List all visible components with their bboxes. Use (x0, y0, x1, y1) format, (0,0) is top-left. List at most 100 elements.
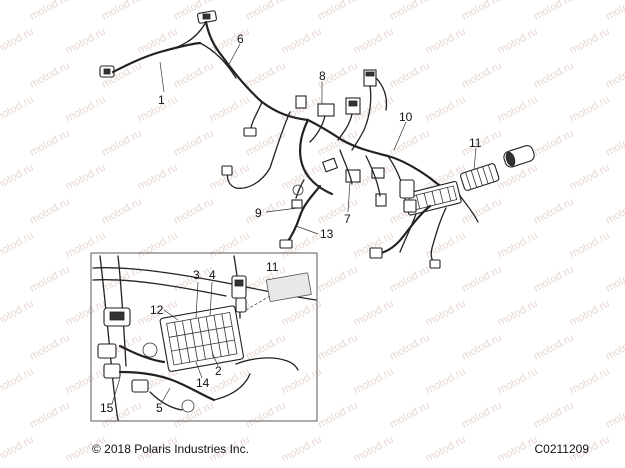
watermark-text: motod.ru (64, 230, 108, 261)
watermark-text: motod.ru (28, 264, 72, 295)
watermark-text: motod.ru (460, 0, 504, 23)
watermark-text: motod.ru (460, 400, 504, 431)
callout-4: 4 (209, 268, 216, 282)
watermark-text: motod.ru (244, 60, 288, 91)
copyright-notice: © 2018 Polaris Industries Inc. (92, 442, 249, 456)
watermark-text: motod.ru (532, 0, 576, 23)
callout-9: 9 (255, 206, 262, 220)
watermark-text: motod.ru (424, 298, 468, 329)
watermark-text: motod.ru (532, 264, 576, 295)
watermark-text: motod.ru (388, 264, 432, 295)
watermark-text: motod.ru (424, 26, 468, 57)
watermark-text: motod.ru (532, 332, 576, 363)
watermark-text: motod.ru (388, 400, 432, 431)
watermark-text: motod.ru (424, 366, 468, 397)
watermark-text: motod.ru (460, 264, 504, 295)
callout-15: 15 (100, 401, 114, 415)
watermark-text: motod.ru (424, 434, 468, 465)
watermark-text: motod.ru (28, 196, 72, 227)
watermark-text: motod.ru (28, 332, 72, 363)
watermark-text: motod.ru (136, 162, 180, 193)
callouts: 1 6 8 10 11 7 9 13 11 3 4 12 2 14 5 15 (100, 32, 482, 415)
watermark-text: motod.ru (64, 366, 108, 397)
callout-1: 1 (158, 93, 165, 107)
watermark-text: motod.ru (0, 298, 36, 329)
watermark-text: motod.ru (496, 366, 540, 397)
watermark-text: motod.ru (388, 0, 432, 23)
watermark-text: motod.ru (568, 230, 612, 261)
watermark-text: motod.ru (604, 0, 625, 23)
watermark-text: motod.ru (496, 162, 540, 193)
watermark-text: motod.ru (568, 366, 612, 397)
watermark-text: motod.ru (568, 298, 612, 329)
callout-7: 7 (344, 212, 351, 226)
watermark-text: motod.ru (604, 332, 625, 363)
watermark-text: motod.ru (244, 196, 288, 227)
watermark-text: motod.ru (100, 196, 144, 227)
watermark-text: motod.ru (460, 60, 504, 91)
main-harness (99, 10, 535, 269)
watermark-text: motod.ru (604, 196, 625, 227)
watermark-text: motod.ru (460, 332, 504, 363)
watermark-text: motod.ru (424, 230, 468, 261)
watermark-text: motod.ru (424, 94, 468, 125)
watermark-text: motod.ru (568, 94, 612, 125)
watermark-text: motod.ru (280, 26, 324, 57)
callout-11-inset: 11 (266, 260, 279, 274)
watermark-text: motod.ru (532, 60, 576, 91)
watermark-text: motod.ru (352, 26, 396, 57)
watermark-text: motod.ru (352, 366, 396, 397)
watermark-text: motod.ru (532, 128, 576, 159)
callout-10: 10 (399, 110, 413, 124)
watermark-text: motod.ru (208, 230, 252, 261)
watermark-text: motod.ru (496, 230, 540, 261)
watermark-text: motod.ru (28, 128, 72, 159)
watermark-text: motod.ru (568, 162, 612, 193)
watermark-text: motod.ru (388, 332, 432, 363)
watermark-text: motod.ru (496, 298, 540, 329)
figure-id: C0211209 (534, 442, 590, 456)
watermark-text: motod.ru (496, 26, 540, 57)
leader-lines (111, 43, 477, 405)
callout-14: 14 (196, 376, 210, 390)
watermark-text: motod.ru (316, 400, 360, 431)
watermark-text: motod.ru (0, 26, 36, 57)
watermark-text: motod.ru (496, 434, 540, 465)
watermark-text: motod.ru (604, 400, 625, 431)
watermark-text: motod.ru (352, 298, 396, 329)
watermark-text: motod.ru (28, 400, 72, 431)
watermark-text: motod.ru (460, 196, 504, 227)
watermark-text: motod.ru (460, 128, 504, 159)
watermark-text: motod.ru (316, 196, 360, 227)
watermark-text: motod.ru (0, 434, 36, 465)
watermark-text: motod.ru (316, 128, 360, 159)
watermark-text: motod.ru (316, 0, 360, 23)
watermark-text: motod.ru (100, 128, 144, 159)
watermark-text: motod.ru (172, 60, 216, 91)
inset-detail (90, 252, 318, 422)
watermark-text: motod.ru (100, 0, 144, 23)
callout-12: 12 (150, 303, 164, 317)
watermark-text: motod.ru (352, 434, 396, 465)
watermark-text: motod.ru (532, 196, 576, 227)
watermark-text: motod.ru (568, 26, 612, 57)
watermark-text: motod.ru (604, 264, 625, 295)
watermark-text: motod.ru (388, 128, 432, 159)
watermark-text: motod.ru (0, 94, 36, 125)
watermark-text: motod.ru (64, 94, 108, 125)
watermark-text: motod.ru (28, 0, 72, 23)
watermark-text: motod.ru (208, 94, 252, 125)
watermark-text: motod.ru (172, 196, 216, 227)
watermark-text: motod.ru (604, 128, 625, 159)
watermark-text: motod.ru (0, 366, 36, 397)
watermark-text: motod.ru (64, 162, 108, 193)
callout-8: 8 (319, 69, 326, 83)
watermark-text: motod.ru (244, 0, 288, 23)
watermark-text: motod.ru (388, 60, 432, 91)
watermark-text: motod.ru (0, 230, 36, 261)
callout-2: 2 (215, 364, 222, 378)
watermark-text: motod.ru (172, 128, 216, 159)
watermark-text: motod.ru (496, 94, 540, 125)
watermark-text: motod.ru (136, 230, 180, 261)
